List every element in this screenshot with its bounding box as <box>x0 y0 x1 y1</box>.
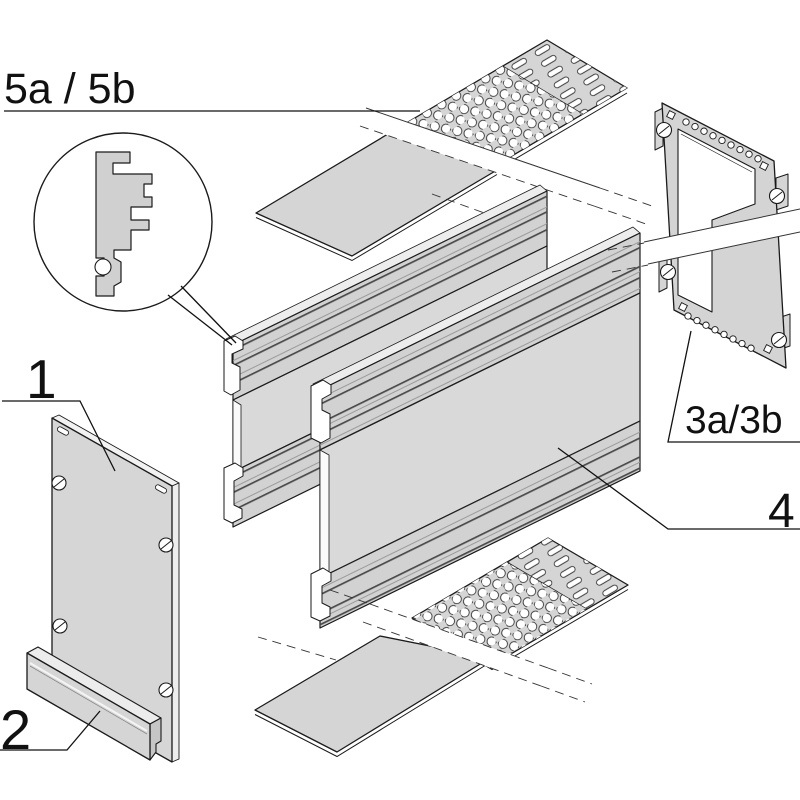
panel-screw-holes <box>51 426 174 698</box>
connector-cutout <box>677 128 756 313</box>
hole-row-top <box>682 118 762 163</box>
callout-rear-panel: 3a/3b <box>667 330 800 443</box>
callout-front-panel: 1 <box>2 348 116 472</box>
profile-notch <box>94 258 112 276</box>
assembly-axis-band-bottom <box>257 589 593 703</box>
profile-end-face <box>223 462 244 524</box>
extrusion-ridges <box>233 191 547 400</box>
label-rear-panel: 3a/3b <box>685 399 783 442</box>
callout-handle: 2 <box>0 698 101 761</box>
side-wall-front <box>310 226 641 629</box>
extrusion-ridges <box>320 233 640 450</box>
profile-end-face <box>310 379 332 444</box>
corner-screws <box>655 121 788 349</box>
assembly-axis-band-rear <box>607 208 800 273</box>
profile-end-face <box>223 335 244 396</box>
profile-end-face <box>310 567 332 622</box>
detail-callout <box>33 132 237 346</box>
label-covers: 5a / 5b <box>4 65 136 113</box>
callout-side-wall: 4 <box>557 447 800 538</box>
hole-row-bottom <box>684 312 755 352</box>
label-handle: 2 <box>0 698 31 761</box>
label-front-panel: 1 <box>26 348 57 410</box>
callout-covers: 5a / 5b <box>4 65 420 113</box>
handle-bracket <box>26 646 162 761</box>
profile-cross-section <box>95 151 153 297</box>
vent-slots-field <box>503 40 627 114</box>
vent-slots-field <box>507 538 628 609</box>
square-holes <box>666 110 773 354</box>
label-side-wall: 4 <box>768 485 795 538</box>
